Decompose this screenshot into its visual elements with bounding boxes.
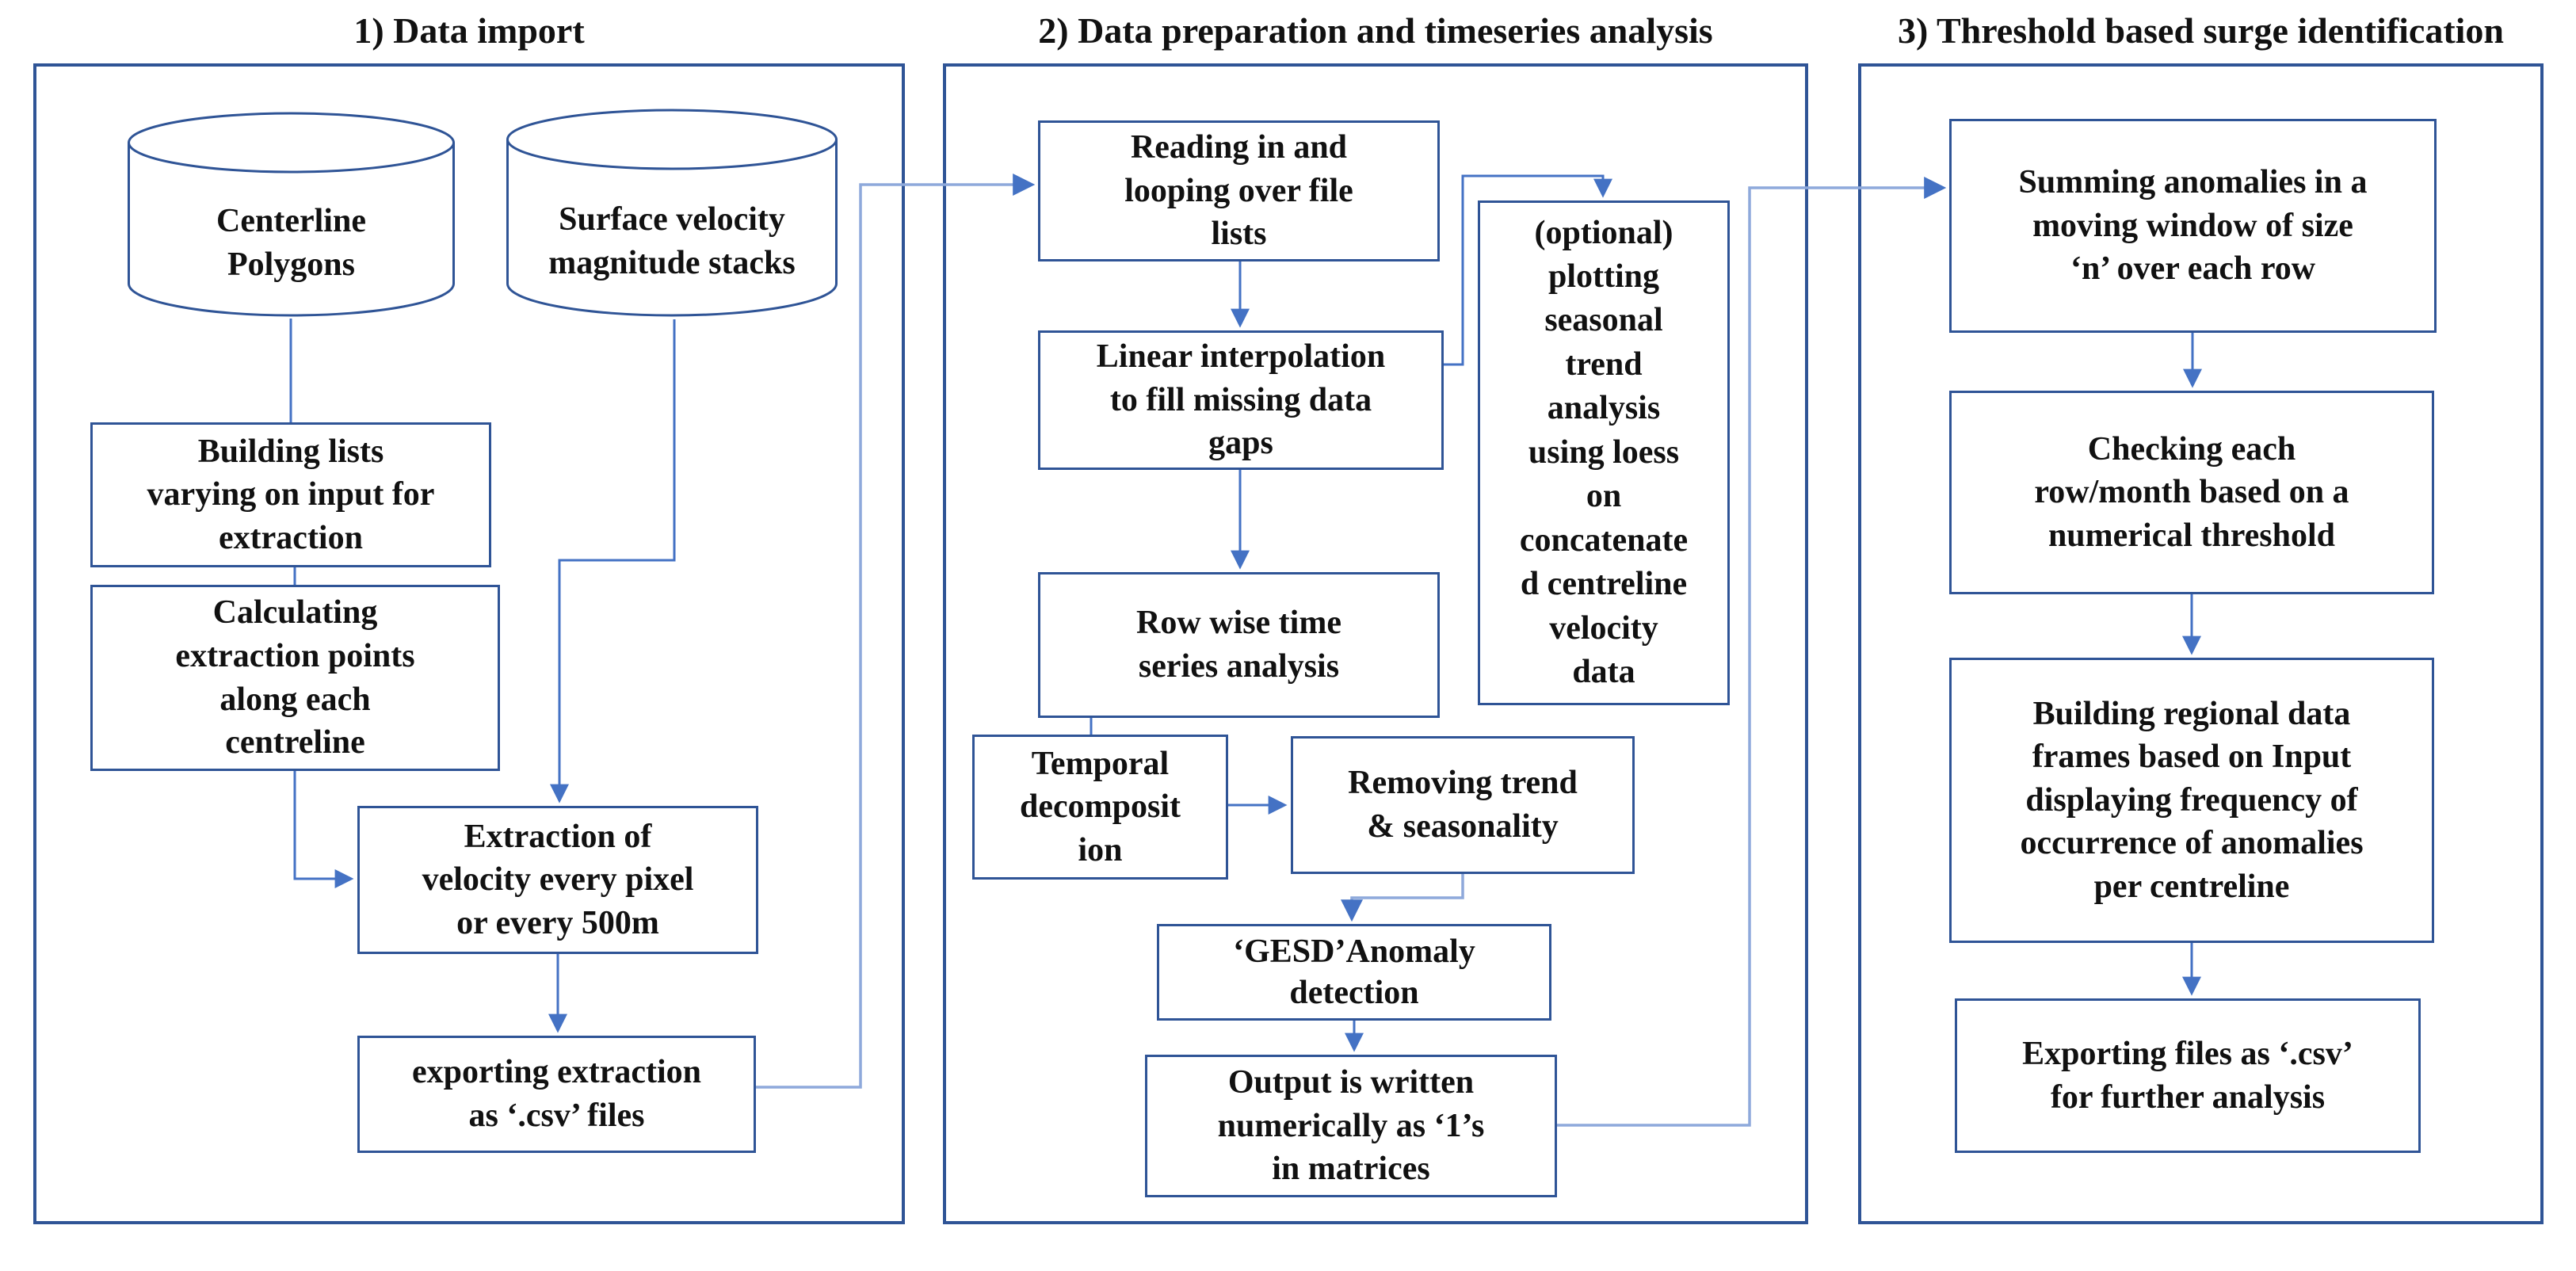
connector-removing-to-gesd bbox=[1341, 874, 1464, 922]
node-label: Building regional data frames based on I… bbox=[2020, 695, 2364, 905]
connector-output-to-summing bbox=[1557, 177, 1947, 1127]
node-label: Surface velocity magnitude stacks bbox=[548, 201, 796, 281]
panel-data-import bbox=[33, 63, 905, 1224]
cylinder-icon bbox=[128, 112, 455, 317]
box-summing-anomalies: Summing anomalies in a moving window of … bbox=[1949, 119, 2437, 333]
box-exporting-extraction: exporting extraction as ‘.csv’ files bbox=[357, 1036, 756, 1153]
box-removing-trend: Removing trend & seasonality bbox=[1291, 736, 1635, 874]
box-extraction-velocity: Extraction of velocity every pixel or ev… bbox=[357, 806, 758, 954]
panel-threshold-surge bbox=[1858, 63, 2544, 1224]
node-label: exporting extraction as ‘.csv’ files bbox=[411, 1054, 702, 1134]
connector-exporting-to-reading bbox=[756, 174, 1036, 1089]
box-linear-interpolation: Linear interpolation to fill missing dat… bbox=[1038, 330, 1444, 470]
box-temporal-decomposition: Temporal decomposit ion bbox=[972, 735, 1228, 880]
panel-title-data-import: 1) Data import bbox=[353, 10, 585, 51]
box-exporting-files: Exporting files as ‘.csv’ for further an… bbox=[1955, 998, 2421, 1153]
node-label: Summing anomalies in a moving window of … bbox=[2018, 164, 2368, 288]
node-label: (optional) plotting seasonal trend analy… bbox=[1519, 214, 1689, 690]
box-calculating-extraction-points: Calculating extraction points along each… bbox=[90, 585, 500, 771]
node-label: Output is written numerically as ‘1’s in… bbox=[1217, 1064, 1485, 1188]
node-label: Checking each row/month based on a numer… bbox=[2034, 430, 2349, 554]
box-building-regional-frames: Building regional data frames based on I… bbox=[1949, 658, 2434, 943]
node-label: Building lists varying on input for extr… bbox=[147, 433, 435, 556]
box-optional-plotting: (optional) plotting seasonal trend analy… bbox=[1478, 200, 1730, 705]
node-label: Centerline Polygons bbox=[216, 203, 366, 283]
node-label: ‘GESD’Anomaly detection bbox=[1233, 933, 1475, 1012]
node-label: Removing trend & seasonality bbox=[1348, 765, 1578, 845]
panel-title-threshold-surge: 3) Threshold based surge identification bbox=[1897, 10, 2505, 51]
box-row-wise-timeseries: Row wise time series analysis bbox=[1038, 572, 1440, 718]
node-label: Exporting files as ‘.csv’ for further an… bbox=[2022, 1035, 2353, 1116]
panel-title-data-preparation: 2) Data preparation and timeseries analy… bbox=[1038, 10, 1713, 51]
box-checking-threshold: Checking each row/month based on a numer… bbox=[1949, 391, 2434, 594]
box-gesd-anomaly: ‘GESD’Anomaly detection bbox=[1157, 924, 1551, 1021]
database-centerline-polygons: Centerline Polygons bbox=[127, 111, 456, 319]
node-label: Reading in and looping over file lists bbox=[1124, 129, 1353, 253]
box-output-matrices: Output is written numerically as ‘1’s in… bbox=[1145, 1055, 1557, 1197]
connector-stacks-to-extraction bbox=[550, 319, 676, 803]
box-reading-looping: Reading in and looping over file lists bbox=[1038, 120, 1440, 261]
panel-data-preparation bbox=[943, 63, 1808, 1224]
box-building-lists: Building lists varying on input for extr… bbox=[90, 422, 491, 567]
node-label: Calculating extraction points along each… bbox=[175, 594, 415, 761]
connector-calculating-to-extraction bbox=[293, 771, 354, 888]
connector-interpolation-to-optional bbox=[1444, 174, 1612, 366]
node-label: Row wise time series analysis bbox=[1136, 605, 1341, 685]
node-label: Extraction of velocity every pixel or ev… bbox=[422, 818, 694, 941]
node-label: Temporal decomposit ion bbox=[1020, 745, 1181, 868]
cylinder-icon bbox=[506, 109, 838, 317]
database-surface-velocity-stacks: Surface velocity magnitude stacks bbox=[506, 108, 838, 319]
node-label: Linear interpolation to fill missing dat… bbox=[1096, 338, 1386, 462]
